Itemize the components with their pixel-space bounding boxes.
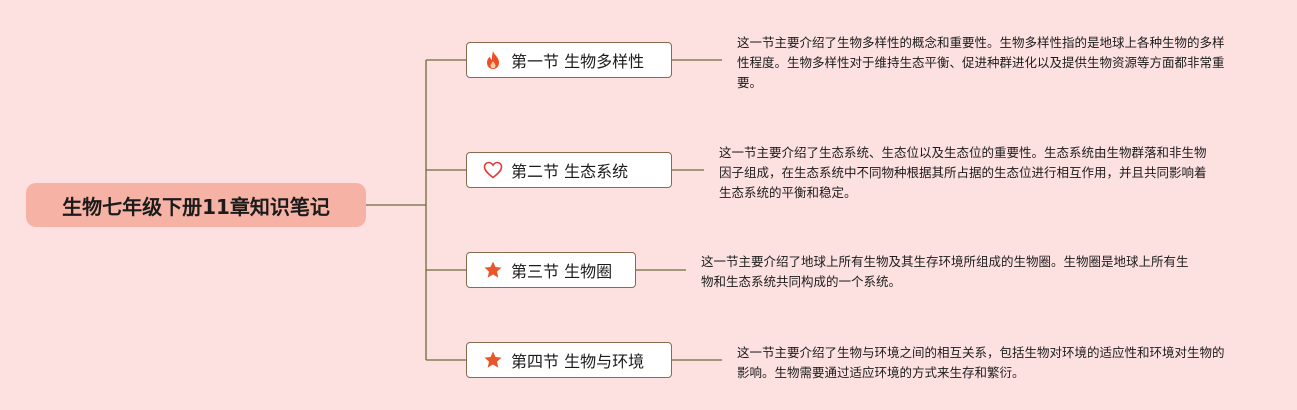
topic-description-3: 这一节主要介绍了地球上所有生物及其生存环境所组成的生物圈。生物圈是地球上所有生物… xyxy=(701,254,1189,289)
root-node[interactable]: 生物七年级下册11章知识笔记 xyxy=(26,183,366,227)
topic-node-4[interactable]: 第四节 生物与环境 xyxy=(466,342,672,378)
topic-description-1: 这一节主要介绍了生物多样性的概念和重要性。生物多样性指的是地球上各种生物的多样性… xyxy=(737,35,1225,90)
topic-node-1[interactable]: 第一节 生物多样性 xyxy=(466,42,672,78)
topic-description-4: 这一节主要介绍了生物与环境之间的相互关系，包括生物对环境的适应性和环境对生物的影… xyxy=(737,345,1225,380)
fire-icon xyxy=(483,50,503,70)
topic-node-2[interactable]: 第二节 生态系统 xyxy=(466,152,672,188)
star-icon xyxy=(483,350,503,370)
topic-description-2: 这一节主要介绍了生态系统、生态位以及生态位的重要性。生态系统由生物群落和非生物因… xyxy=(719,145,1207,200)
root-title: 生物七年级下册11章知识笔记 xyxy=(62,194,330,219)
topic-node-3[interactable]: 第三节 生物圈 xyxy=(466,252,636,288)
star-icon xyxy=(483,260,503,280)
topic-title-3: 第三节 生物圈 xyxy=(511,262,613,281)
topic-title-1: 第一节 生物多样性 xyxy=(511,52,645,71)
heart-outline-icon xyxy=(483,160,503,180)
topic-title-2: 第二节 生态系统 xyxy=(511,162,629,181)
topic-title-4: 第四节 生物与环境 xyxy=(511,352,645,371)
